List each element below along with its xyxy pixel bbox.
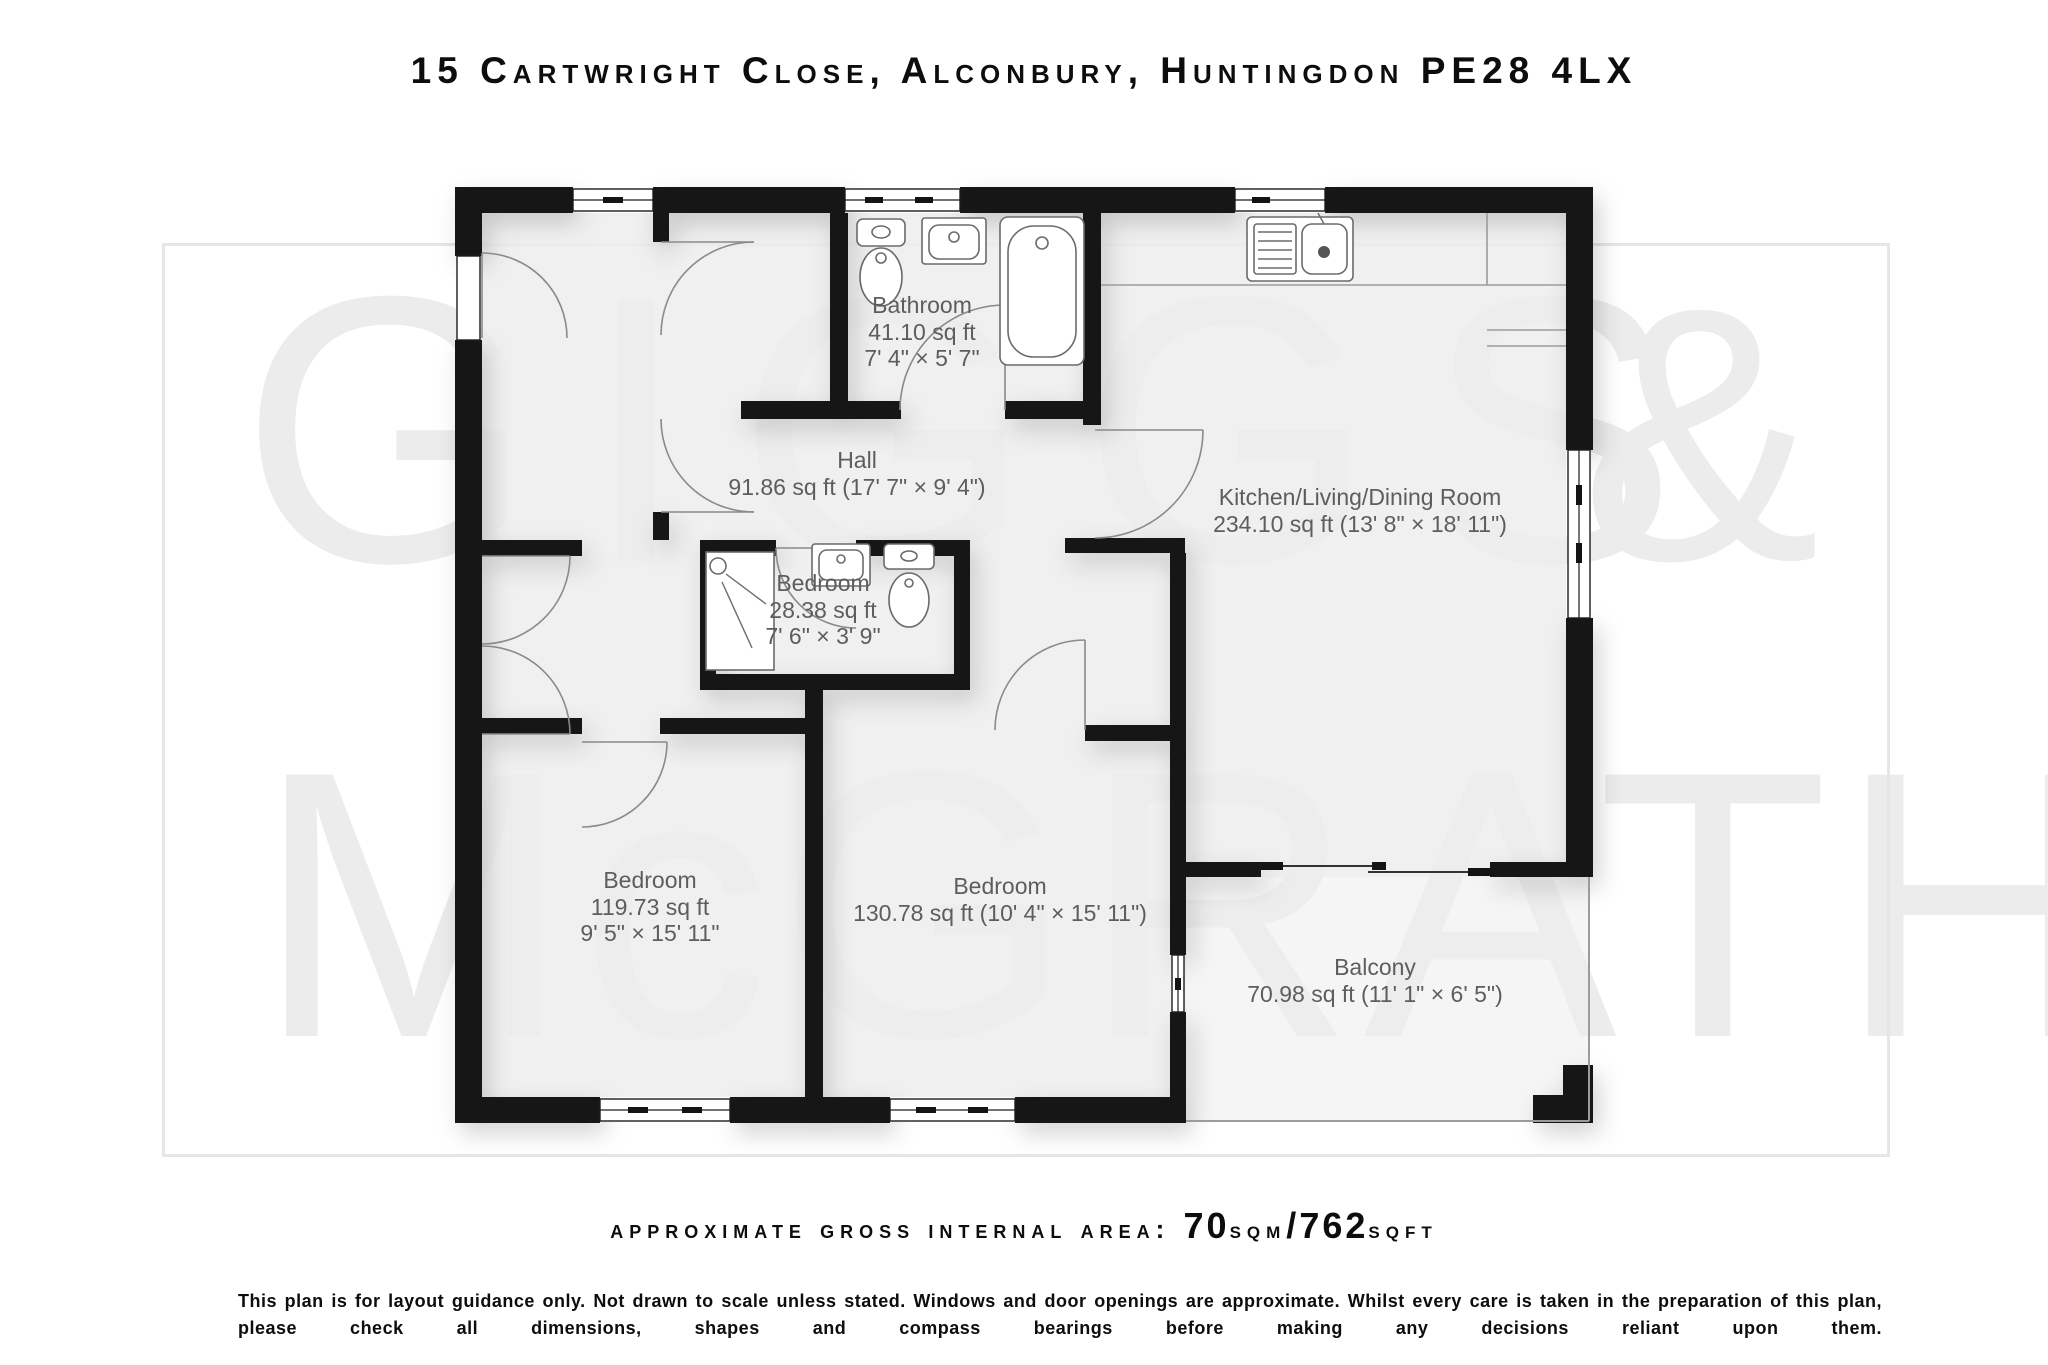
window-bedroom-middle xyxy=(889,1098,1016,1122)
area-separator: / xyxy=(1286,1205,1300,1246)
area-sqm-value: 70 xyxy=(1183,1205,1230,1246)
toilet-icon xyxy=(856,218,906,307)
room-label-shower-room: Bedroom 28.38 sq ft 7' 6" × 3' 9" xyxy=(765,570,881,649)
room-label-hall: Hall 91.86 sq ft (17' 7" × 9' 4") xyxy=(728,447,986,500)
room-label-balcony: Balcony 70.98 sq ft (11' 1" × 6' 5") xyxy=(1247,954,1503,1007)
ensuite-toilet-icon xyxy=(883,543,935,628)
window-top-left xyxy=(572,188,654,212)
balcony-floor xyxy=(1186,877,1589,1121)
gross-internal-area: approximate gross internal area: 70sqm/7… xyxy=(0,1205,2048,1247)
patio-door xyxy=(1261,862,1490,876)
page-title: 15 Cartwright Close, Alconbury, Huntingd… xyxy=(410,50,1638,91)
kitchen-sink-icon xyxy=(1246,212,1354,282)
shower-icon xyxy=(705,551,775,671)
bedroom-middle-door xyxy=(994,639,1086,731)
hall-double-doors xyxy=(660,241,755,513)
window-bedroom-left xyxy=(599,1098,731,1122)
front-door-opening xyxy=(456,255,481,341)
sink-icon xyxy=(921,217,987,265)
bedroom-left-door xyxy=(581,741,668,828)
room-label-bedroom-left: Bedroom 119.73 sq ft 9' 5" × 15' 11" xyxy=(580,867,720,946)
kitchen-door xyxy=(1094,429,1204,539)
window-kitchen xyxy=(1234,188,1326,212)
front-door xyxy=(481,252,568,339)
floor-area xyxy=(482,213,1589,1121)
window-bathroom xyxy=(844,188,961,212)
windows xyxy=(456,188,1591,1122)
walls xyxy=(455,187,1593,1123)
area-sqft-value: 762 xyxy=(1299,1205,1369,1246)
area-prefix: approximate gross internal area: xyxy=(610,1214,1184,1244)
room-label-bedroom-middle: Bedroom 130.78 sq ft (10' 4" × 15' 11") xyxy=(853,873,1147,926)
ensuite-sink-icon xyxy=(811,543,871,587)
watermark-ampersand: & xyxy=(1580,234,1821,636)
balcony-railing xyxy=(1186,877,1590,1122)
area-sqm-unit: sqm xyxy=(1229,1217,1287,1244)
room-label-bathroom: Bathroom 41.10 sq ft 7' 4" × 5' 7" xyxy=(864,292,980,371)
window-kitchen-right xyxy=(1567,449,1591,619)
window-balcony xyxy=(1171,954,1185,1013)
area-sqft-unit: sqft xyxy=(1368,1217,1438,1244)
cupboard-doors xyxy=(481,555,571,735)
fixtures xyxy=(705,212,1566,671)
kitchen-counter xyxy=(1101,213,1566,347)
room-label-kitchen: Kitchen/Living/Dining Room 234.10 sq ft … xyxy=(1213,484,1507,537)
disclaimer-text: This plan is for layout guidance only. N… xyxy=(238,1291,1882,1338)
bathtub-icon xyxy=(999,216,1085,366)
